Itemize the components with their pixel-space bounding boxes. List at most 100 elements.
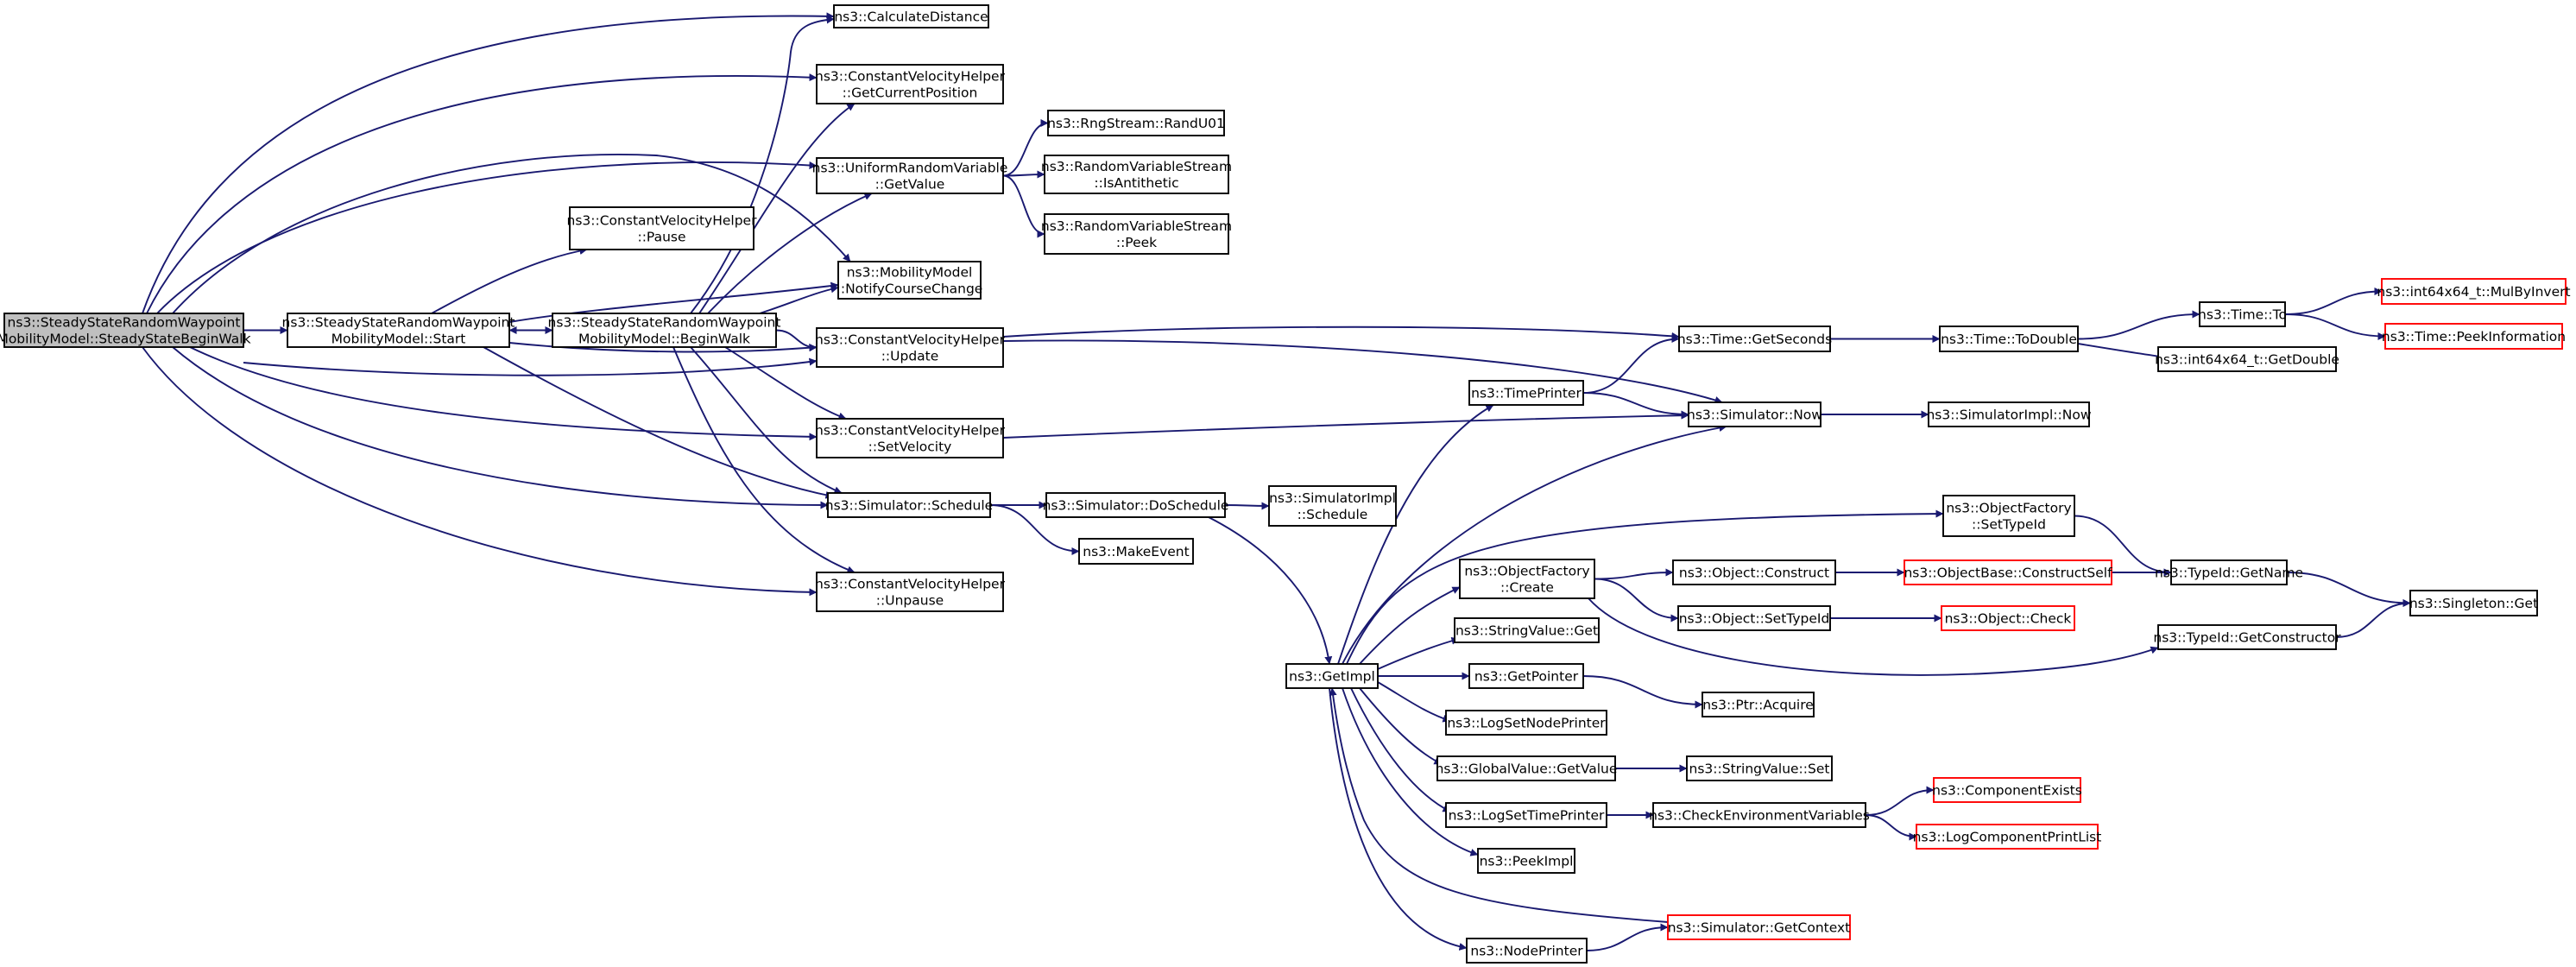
node-box [1466, 938, 1588, 964]
node-getcurpos[interactable]: ns3::ConstantVelocityHelper::GetCurrentP… [815, 64, 1006, 104]
node-unpause[interactable]: ns3::ConstantVelocityHelper::Unpause [815, 572, 1006, 612]
edge-simgetcontext-to-getimpl [1329, 687, 1669, 923]
edge-getimpl-to-peekimpl [1342, 687, 1479, 856]
node-getimpl[interactable]: ns3::GetImpl [1285, 663, 1379, 689]
edge-root-to-calcdist [142, 12, 835, 314]
node-label: ns3::GlobalValue::GetValue [1436, 762, 1618, 777]
node-objconstruct[interactable]: ns3::Object::Construct [1672, 559, 1836, 585]
node-mulbyinvert[interactable]: ns3::int64x64_t::MulByInvert [2377, 278, 2571, 305]
node-label: ::SetTypeId [1972, 517, 2046, 533]
node-root[interactable]: ns3::SteadyStateRandomWaypointMobilityMo… [0, 313, 251, 348]
node-label: ::Peek [1116, 235, 1157, 250]
node-label: ns3::MobilityModel [847, 265, 973, 281]
node-objsettypeid[interactable]: ns3::Object::SetTypeId [1677, 605, 1831, 631]
node-label: ns3::UniformRandomVariable [812, 161, 1008, 176]
node-nodeprinter[interactable]: ns3::NodePrinter [1466, 938, 1588, 964]
edge-update-to-getseconds [1002, 325, 1680, 340]
node-setvel[interactable]: ns3::ConstantVelocityHelper::SetVelocity [815, 418, 1006, 458]
node-simnow[interactable]: ns3::Simulator::Now [1687, 401, 1822, 427]
node-label: ns3::SteadyStateRandomWaypoint [548, 315, 781, 331]
node-box [3, 313, 244, 348]
node-label: ::Update [881, 349, 939, 364]
node-box [2157, 346, 2337, 372]
node-update[interactable]: ns3::ConstantVelocityHelper::Update [815, 327, 1006, 368]
node-randu01[interactable]: ns3::RngStream::RandU01 [1047, 110, 1225, 136]
node-box [1667, 914, 1851, 940]
node-isanti[interactable]: ns3::RandomVariableStream::IsAntithetic [1041, 155, 1232, 194]
edge-beginwalk-to-urvget [707, 193, 873, 314]
node-objcheck[interactable]: ns3::Object::Check [1941, 605, 2075, 631]
node-logcompprintlist[interactable]: ns3::LogComponentPrintList [1913, 824, 2102, 850]
node-ofsettypeid[interactable]: ns3::ObjectFactory::SetTypeId [1942, 495, 2075, 537]
node-box [2409, 590, 2538, 616]
node-box [816, 157, 1004, 194]
node-box [1702, 692, 1815, 717]
node-logsetnodeprinter[interactable]: ns3::LogSetNodePrinter [1445, 710, 1607, 736]
node-notify[interactable]: ns3::MobilityModel::NotifyCourseChange [837, 261, 983, 300]
node-typeidgetname[interactable]: ns3::TypeId::GetName [2155, 559, 2303, 585]
node-getdouble[interactable]: ns3::int64x64_t::GetDouble [2155, 346, 2339, 372]
node-singletonget[interactable]: ns3::Singleton::Get [2409, 590, 2538, 616]
node-calcdist[interactable]: ns3::CalculateDistance [833, 4, 989, 28]
node-box [569, 206, 754, 250]
node-label: ns3::LogComponentPrintList [1913, 830, 2102, 845]
node-start[interactable]: ns3::SteadyStateRandomWaypointMobilityMo… [282, 313, 515, 348]
node-timeto[interactable]: ns3::Time::To [2198, 301, 2287, 327]
node-strvalset[interactable]: ns3::StringValue::Set [1686, 755, 1833, 781]
node-label: ns3::Simulator::Now [1687, 408, 1822, 423]
node-checkenv[interactable]: ns3::CheckEnvironmentVariables [1649, 802, 1870, 828]
node-beginwalk[interactable]: ns3::SteadyStateRandomWaypointMobilityMo… [548, 313, 781, 348]
node-peekimpl[interactable]: ns3::PeekImpl [1477, 848, 1575, 874]
node-box [816, 418, 1004, 458]
edge-getimpl-to-ofsettypeid [1346, 509, 1944, 665]
edge-beginwalk-to-update [775, 329, 818, 351]
node-logsettimeprinter[interactable]: ns3::LogSetTimePrinter [1445, 802, 1607, 828]
node-schedule[interactable]: ns3::Simulator::Schedule [825, 492, 993, 518]
node-gvgetvalue[interactable]: ns3::GlobalValue::GetValue [1436, 755, 1618, 781]
node-box [2384, 323, 2563, 350]
node-peekinfo[interactable]: ns3::Time::PeekInformation [2382, 323, 2566, 350]
node-simimplsched[interactable]: ns3::SimulatorImpl::Schedule [1268, 485, 1397, 527]
node-label: ns3::Time::ToDouble [1941, 332, 2077, 347]
edge-start-to-pause [431, 247, 588, 314]
node-label: ns3::TypeId::GetName [2155, 566, 2303, 581]
node-todouble[interactable]: ns3::Time::ToDouble [1939, 325, 2079, 352]
node-box [1686, 755, 1833, 781]
node-box [2199, 301, 2286, 327]
edge-getimpl-to-ofcreate [1359, 586, 1461, 665]
node-peek[interactable]: ns3::RandomVariableStream::Peek [1041, 213, 1232, 255]
node-getpointer[interactable]: ns3::GetPointer [1468, 663, 1584, 689]
node-getseconds[interactable]: ns3::Time::GetSeconds [1677, 325, 1832, 352]
edge-root-to-setvel [189, 346, 818, 441]
node-label: ::NotifyCourseChange [837, 281, 983, 297]
node-doschedule[interactable]: ns3::Simulator::DoSchedule [1043, 492, 1229, 518]
edge-ofcreate-to-typeidgetctor [1588, 597, 2159, 676]
edge-root-to-schedule [172, 346, 829, 509]
node-label: ::GetCurrentPosition [843, 85, 978, 101]
node-compexists[interactable]: ns3::ComponentExists [1932, 777, 2082, 803]
edge-getimpl-to-nodeprinter [1329, 687, 1468, 951]
node-objbaseconstructself[interactable]: ns3::ObjectBase::ConstructSelf [1904, 559, 2112, 585]
node-timeprinter[interactable]: ns3::TimePrinter [1468, 380, 1584, 406]
node-makeevent[interactable]: ns3::MakeEvent [1078, 538, 1194, 565]
node-box [2381, 278, 2567, 305]
edge-timeprinter-to-simnow [1582, 392, 1689, 419]
node-strvalget[interactable]: ns3::StringValue::Get [1454, 617, 1600, 643]
node-ptracquire[interactable]: ns3::Ptr::Acquire [1702, 692, 1815, 717]
node-label: ns3::RandomVariableStream [1041, 218, 1232, 234]
node-simgetcontext[interactable]: ns3::Simulator::GetContext [1667, 914, 1851, 940]
node-ofcreate[interactable]: ns3::ObjectFactory::Create [1459, 559, 1595, 599]
node-simimplnow[interactable]: ns3::SimulatorImpl::Now [1926, 401, 2092, 427]
node-pause[interactable]: ns3::ConstantVelocityHelper::Pause [567, 206, 758, 250]
node-label: ns3::Time::GetSeconds [1677, 332, 1832, 347]
node-urvget[interactable]: ns3::UniformRandomVariable::GetValue [812, 157, 1008, 194]
edge-getpointer-to-ptracquire [1582, 675, 1703, 709]
node-box [1677, 605, 1831, 631]
node-box [1652, 802, 1866, 828]
node-box [837, 261, 982, 300]
edge-checkenv-to-logcompprintlist [1865, 814, 1917, 841]
node-label: ns3::Time::To [2198, 307, 2287, 323]
node-box [1688, 401, 1822, 427]
node-typeidgetctor[interactable]: ns3::TypeId::GetConstructor [2153, 624, 2341, 650]
